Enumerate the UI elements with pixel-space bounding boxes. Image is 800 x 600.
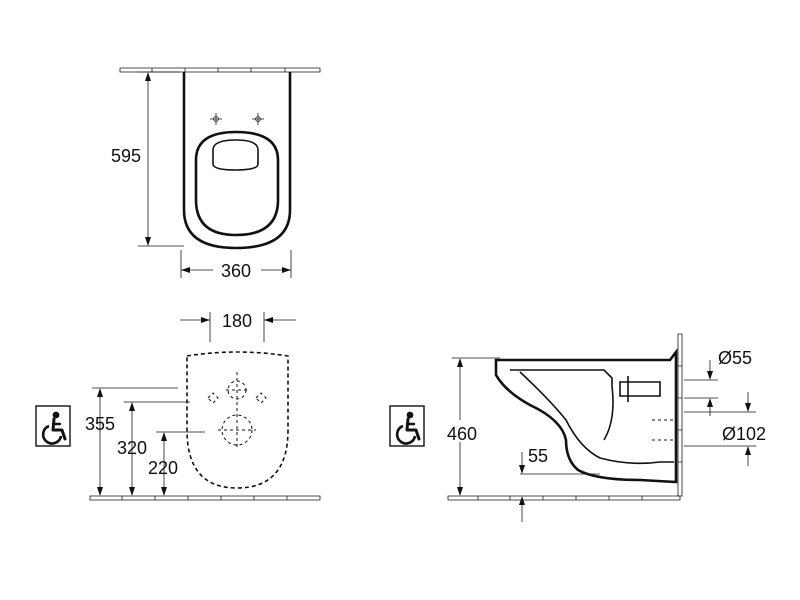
floor-hatch-front — [89, 495, 321, 501]
height-320-label: 320 — [117, 438, 147, 458]
bowl-outline-top — [182, 72, 292, 250]
dimension-depth: 595 — [111, 71, 184, 247]
seat-opening — [194, 130, 280, 237]
width-label: 360 — [221, 261, 251, 281]
dimension-offset: 55 — [519, 446, 600, 522]
wall-hatch-side — [677, 333, 683, 497]
depth-label: 595 — [111, 146, 141, 166]
flush-area — [212, 139, 259, 171]
bowl-outline-front — [186, 351, 289, 489]
dimension-inlet-diameter: Ø55 — [684, 348, 752, 416]
dimension-320: 320 — [117, 401, 190, 496]
dimension-outlet-diameter: Ø102 — [684, 392, 766, 466]
pan-rim — [510, 369, 613, 386]
dimension-width: 360 — [180, 250, 292, 281]
seat-height-label: 460 — [447, 424, 477, 444]
outlet-connector — [652, 419, 676, 441]
fixing-spacing-label: 180 — [222, 311, 252, 331]
dimension-fixing-spacing: 180 — [180, 311, 296, 342]
dimension-355: 355 — [85, 387, 178, 496]
height-220-label: 220 — [148, 458, 178, 478]
fixing-point-right — [252, 113, 264, 125]
height-355-label: 355 — [85, 414, 115, 434]
top-view: 595 360 — [111, 67, 321, 281]
offset-label: 55 — [528, 446, 548, 466]
floor-hatch-side — [447, 495, 681, 501]
outlet-diameter-label: Ø102 — [722, 424, 766, 444]
dimension-460: 460 — [440, 357, 500, 496]
wall-hatch-top — [119, 67, 321, 73]
side-view: 460 Ø55 Ø102 55 — [388, 333, 766, 522]
pan-profile-outer — [494, 348, 678, 484]
wheelchair-icon-side — [388, 404, 426, 448]
fixing-holes-front — [207, 372, 267, 448]
wheelchair-icon — [34, 404, 72, 448]
front-view: 180 355 320 — [34, 311, 321, 501]
pan-trap — [519, 371, 674, 465]
inlet-diameter-label: Ø55 — [718, 348, 752, 368]
pan-interior — [603, 385, 614, 441]
dimension-220: 220 — [148, 431, 205, 496]
inlet-connector — [619, 376, 661, 402]
fixing-point-left — [210, 113, 222, 125]
